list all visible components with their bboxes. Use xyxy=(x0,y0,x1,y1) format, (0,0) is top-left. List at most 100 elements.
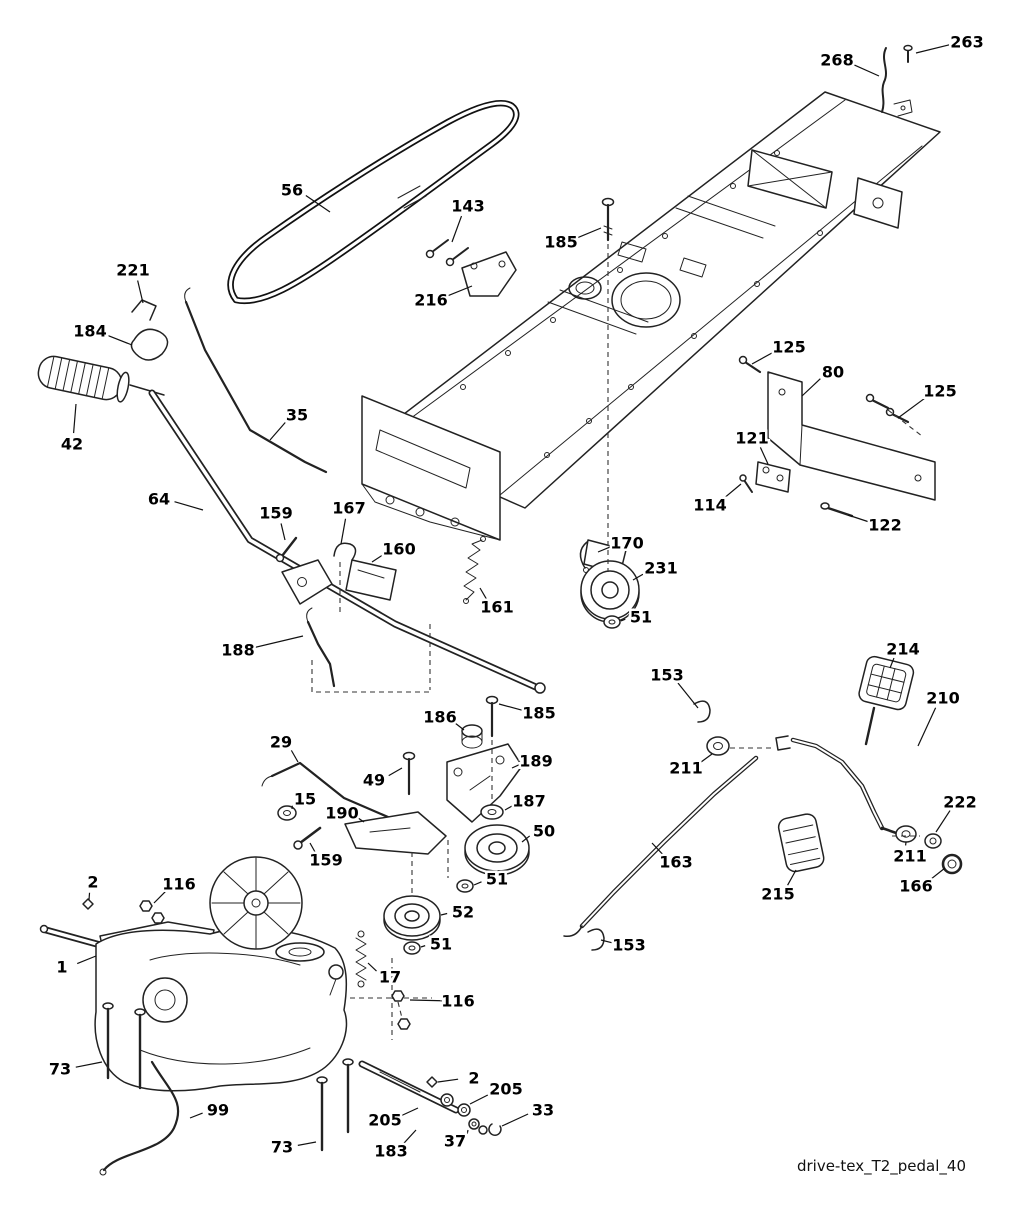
callout-label: 51 xyxy=(430,935,452,954)
transaxle xyxy=(39,856,432,1092)
diagram-id-label: drive-tex_T2_pedal_40 xyxy=(796,1157,966,1175)
callout-label: 42 xyxy=(61,435,83,454)
callout-label: 1 xyxy=(56,958,67,977)
callout-leader xyxy=(521,835,531,843)
shift-grip xyxy=(37,355,130,403)
callout-label: 29 xyxy=(270,733,292,752)
callout-leader xyxy=(451,215,463,243)
bolt-185-top xyxy=(601,197,615,572)
callout-leader xyxy=(511,763,521,769)
callout-label: 205 xyxy=(489,1080,522,1099)
callout-leader xyxy=(88,892,91,901)
callout-label: 2 xyxy=(468,1069,479,1088)
callout-leader xyxy=(280,523,286,541)
callout-label: 73 xyxy=(271,1138,293,1157)
callout-label: 205 xyxy=(368,1111,401,1130)
callout-label: 125 xyxy=(923,382,956,401)
callout-leader xyxy=(498,703,524,712)
callout-leader xyxy=(889,657,895,669)
callout-label: 186 xyxy=(423,708,456,727)
callout-label: 160 xyxy=(382,540,415,559)
callout-leader xyxy=(104,333,133,346)
callout-label: 221 xyxy=(116,261,149,280)
callout-leader xyxy=(597,545,612,553)
mount-bolts-73 xyxy=(102,1002,354,1152)
callout-leader xyxy=(76,955,97,965)
callout-leader xyxy=(469,1092,492,1105)
callout-label: 125 xyxy=(772,338,805,357)
callout-leader xyxy=(253,635,304,649)
callout-label: 210 xyxy=(926,689,959,708)
callout-leader xyxy=(437,1078,459,1083)
callout-label: 15 xyxy=(294,790,316,809)
callout-leader xyxy=(309,842,316,853)
belt-guard-216 xyxy=(425,239,517,297)
callout-leader xyxy=(575,227,602,239)
callout-leader xyxy=(388,767,403,777)
callout-leader xyxy=(445,285,473,298)
callout-label: 80 xyxy=(822,363,844,382)
rod-99-end xyxy=(99,1168,107,1176)
callout-leader xyxy=(801,378,821,397)
callout-leader xyxy=(751,351,775,365)
callout-leader xyxy=(699,753,713,764)
link-rod-188 xyxy=(306,607,336,688)
callout-leader xyxy=(677,682,699,709)
callout-leader xyxy=(297,1141,317,1146)
callout-label: 268 xyxy=(820,51,853,70)
callout-leader xyxy=(453,721,465,731)
callout-label: 49 xyxy=(363,771,385,790)
small-fasteners xyxy=(82,898,411,1030)
clip-221 xyxy=(131,299,157,321)
callout-leader xyxy=(75,1061,103,1068)
callout-label: 183 xyxy=(374,1142,407,1161)
callout-leader xyxy=(305,195,331,213)
drive-belt xyxy=(227,99,520,305)
callout-label: 170 xyxy=(610,534,643,553)
callout-leader xyxy=(340,518,347,545)
callout-leader xyxy=(847,514,870,523)
rear-rod-268 xyxy=(881,44,913,117)
callout-leader xyxy=(409,999,443,1002)
callout-leader xyxy=(504,804,515,811)
callout-label: 116 xyxy=(441,992,474,1011)
callout-leader xyxy=(371,553,385,563)
callout-label: 116 xyxy=(162,875,195,894)
control-rod-35 xyxy=(184,287,328,474)
pulley-52 xyxy=(383,840,449,955)
callout-label: 263 xyxy=(950,33,983,52)
callout-leader xyxy=(153,890,167,904)
callout-leader xyxy=(269,422,286,441)
callout-label: 121 xyxy=(735,429,768,448)
callout-leader xyxy=(189,1112,203,1119)
callout-leader xyxy=(356,816,365,823)
callout-leader xyxy=(851,63,880,77)
guard-80 xyxy=(738,355,936,518)
callout-label: 185 xyxy=(522,704,555,723)
callout-leader xyxy=(402,1129,417,1145)
callout-label: 222 xyxy=(943,793,976,812)
callout-label: 51 xyxy=(486,870,508,889)
callout-leader xyxy=(929,867,946,881)
callout-leader xyxy=(501,1113,529,1127)
axle-shaft-183 xyxy=(358,1060,502,1136)
callout-label: 153 xyxy=(612,936,645,955)
callout-leader xyxy=(473,881,482,886)
callout-leader xyxy=(632,571,647,581)
callout-leader xyxy=(600,939,614,944)
callout-label: 184 xyxy=(73,322,106,341)
callout-leader xyxy=(466,1129,469,1135)
lever-knob-184 xyxy=(130,328,169,361)
chassis-frame xyxy=(361,91,941,541)
callout-leader xyxy=(72,403,77,434)
callout-label: 231 xyxy=(644,559,677,578)
callout-label: 216 xyxy=(414,291,447,310)
callout-leader xyxy=(787,869,797,886)
callout-label: 33 xyxy=(532,1101,554,1120)
callout-label: 50 xyxy=(533,822,555,841)
callout-leader xyxy=(367,962,377,972)
idler-assembly xyxy=(463,536,640,629)
callout-label: 153 xyxy=(650,666,683,685)
